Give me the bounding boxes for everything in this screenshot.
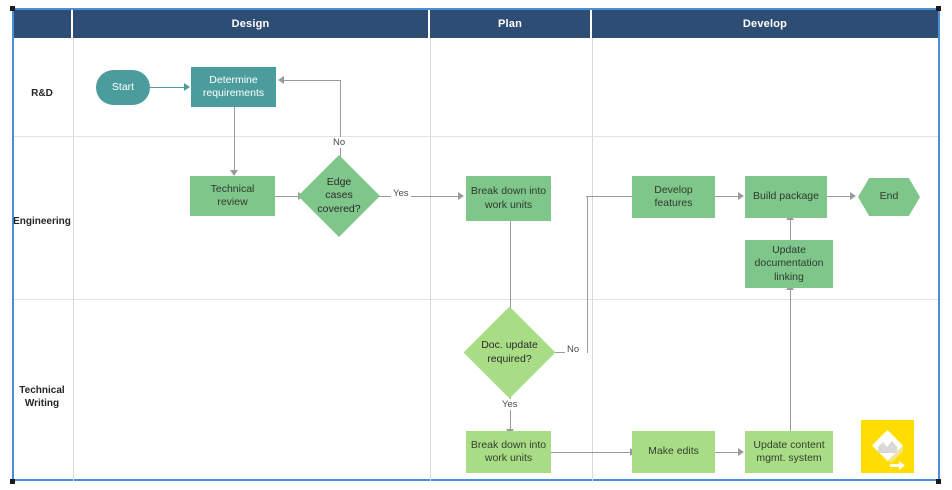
column-divider-corner	[73, 38, 74, 481]
edge-makeedits-to-updatecms	[714, 452, 740, 454]
node-build-package[interactable]: Build package	[745, 176, 827, 218]
edge-edgecases-no-arrowhead	[278, 75, 284, 84]
node-make-edits[interactable]: Make edits	[632, 431, 715, 473]
node-update-documentation-linking[interactable]: Update documentation linking	[745, 240, 833, 288]
lucid-logo-icon	[872, 430, 905, 470]
lane-label-engineering-text: Engineering	[13, 216, 71, 227]
node-edge-cases-covered[interactable]: Edge cases covered?	[297, 154, 381, 238]
selection-handle-top-left[interactable]	[10, 6, 15, 11]
node-end[interactable]: End	[858, 178, 920, 216]
node-update-content-mgmt-system[interactable]: Update content mgmt. system	[745, 431, 833, 473]
node-technical-review[interactable]: Technical review	[190, 176, 275, 216]
node-edge-cases-line2: covered?	[317, 202, 361, 215]
node-doc-update-line1: Doc. update	[481, 339, 538, 352]
node-break-down-tw-label: Break down into work units	[471, 439, 546, 465]
lane-label-engineering: Engineering	[6, 216, 78, 229]
lane-divider-engineering-tw	[14, 299, 938, 300]
edge-determine-to-review-arrowhead	[229, 170, 238, 176]
edge-breakdowntw-to-makeedits	[550, 452, 632, 454]
node-edge-cases-line1: Edge cases	[325, 176, 353, 202]
column-divider-design-plan	[430, 38, 431, 481]
node-doc-update-required-label: Doc. update required?	[481, 339, 538, 365]
node-update-doc-line3: linking	[774, 270, 804, 283]
node-break-down-eng-label: Break down into work units	[471, 185, 546, 211]
node-determine-requirements-line2: requirements	[202, 87, 265, 99]
edge-label-edgecases-yes: Yes	[391, 188, 411, 199]
edge-label-edgecases-no: No	[331, 137, 348, 148]
node-technical-review-line1: Technical	[210, 182, 255, 195]
lane-label-technical-writing: Technical Writing	[6, 385, 78, 410]
node-make-edits-label: Make edits	[648, 445, 699, 458]
edge-start-to-determine	[150, 87, 186, 89]
node-doc-update-required[interactable]: Doc. update required?	[463, 306, 556, 399]
edge-label-docupdate-yes: Yes	[500, 399, 520, 410]
node-determine-requirements-line1: Determine	[209, 73, 258, 86]
edge-updatecms-to-updatedoc	[789, 288, 791, 431]
lane-label-tw-line2: Writing	[24, 397, 60, 409]
node-start-label: Start	[111, 80, 135, 93]
node-technical-review-label: Technical review	[211, 183, 255, 209]
node-update-cms-line2: mgmt. system	[756, 452, 822, 464]
node-determine-requirements[interactable]: Determine requirements	[191, 67, 276, 107]
lucid-watermark-logo	[861, 420, 914, 473]
swimlane-header-row: Design Plan Develop	[14, 10, 938, 38]
node-update-cms-label: Update content mgmt. system	[753, 439, 824, 465]
node-update-doc-label: Update documentation linking	[755, 244, 824, 283]
node-break-down-work-units-eng[interactable]: Break down into work units	[466, 176, 551, 221]
node-develop-features-line2: features	[654, 197, 693, 209]
selection-handle-bottom-left[interactable]	[10, 479, 15, 484]
edge-makeedits-to-updatecms-arrowhead	[738, 447, 744, 456]
node-build-package-label: Build package	[753, 190, 819, 203]
header-cell-develop: Develop	[592, 10, 938, 38]
node-determine-requirements-label: Determine requirements	[203, 74, 264, 100]
edge-developfeatures-to-buildpackage-arrowhead	[738, 191, 744, 200]
node-update-doc-line1: Update	[772, 244, 806, 257]
node-break-down-work-units-tw[interactable]: Break down into work units	[466, 431, 551, 473]
node-update-cms-line1: Update content	[753, 438, 825, 451]
column-divider-plan-develop	[592, 38, 593, 481]
edge-docupdate-no-vertical	[586, 196, 588, 353]
node-start[interactable]: Start	[96, 70, 150, 105]
edge-buildpackage-to-end	[826, 196, 852, 198]
edge-start-to-determine-arrowhead	[184, 82, 190, 91]
node-develop-features-label: Develop features	[654, 184, 693, 210]
node-technical-review-line2: review	[217, 196, 248, 208]
lane-label-rnd: R&D	[31, 88, 53, 99]
edge-determine-to-review-vertical	[233, 107, 235, 172]
edge-label-docupdate-no: No	[565, 344, 582, 355]
edge-docupdate-no-h1	[550, 352, 568, 354]
node-break-down-tw-line1: Break down into	[470, 438, 547, 451]
edge-developfeatures-to-buildpackage	[714, 196, 740, 198]
edge-edgecases-no-vertical	[339, 80, 341, 166]
node-break-down-tw-line2: work units	[484, 452, 533, 464]
lane-divider-rnd-engineering	[14, 136, 938, 137]
node-doc-update-line2: required?	[487, 352, 532, 365]
lane-label-tw-line1: Technical	[19, 385, 65, 396]
edge-updatedoc-to-buildpackage	[789, 218, 791, 240]
header-cell-corner	[14, 10, 73, 38]
selection-handle-bottom-right[interactable]	[936, 479, 941, 484]
node-break-down-eng-line2: work units	[484, 198, 533, 211]
edge-edgecases-no-horizontal	[282, 80, 340, 82]
header-cell-design: Design	[73, 10, 430, 38]
edge-buildpackage-to-end-arrowhead	[850, 191, 856, 200]
node-develop-features-line1: Develop	[654, 183, 693, 196]
edge-edgecases-yes	[379, 196, 460, 198]
node-develop-features[interactable]: Develop features	[632, 176, 715, 218]
selection-handle-top-right[interactable]	[936, 6, 941, 11]
edge-review-to-edgecases	[274, 196, 300, 198]
header-cell-plan: Plan	[430, 10, 592, 38]
node-break-down-eng-line1: Break down into	[470, 185, 547, 198]
node-end-label: End	[879, 190, 899, 203]
edge-breakdown-to-docupdate	[509, 221, 511, 334]
diagram-selection-frame[interactable]: R&D Engineering Technical Writing No Yes	[12, 8, 940, 481]
node-update-doc-line2: documentation	[754, 257, 824, 270]
edge-edgecases-yes-arrowhead	[458, 191, 464, 200]
edge-docupdate-no-h2	[586, 196, 634, 198]
node-edge-cases-covered-label: Edge cases covered?	[314, 176, 364, 215]
